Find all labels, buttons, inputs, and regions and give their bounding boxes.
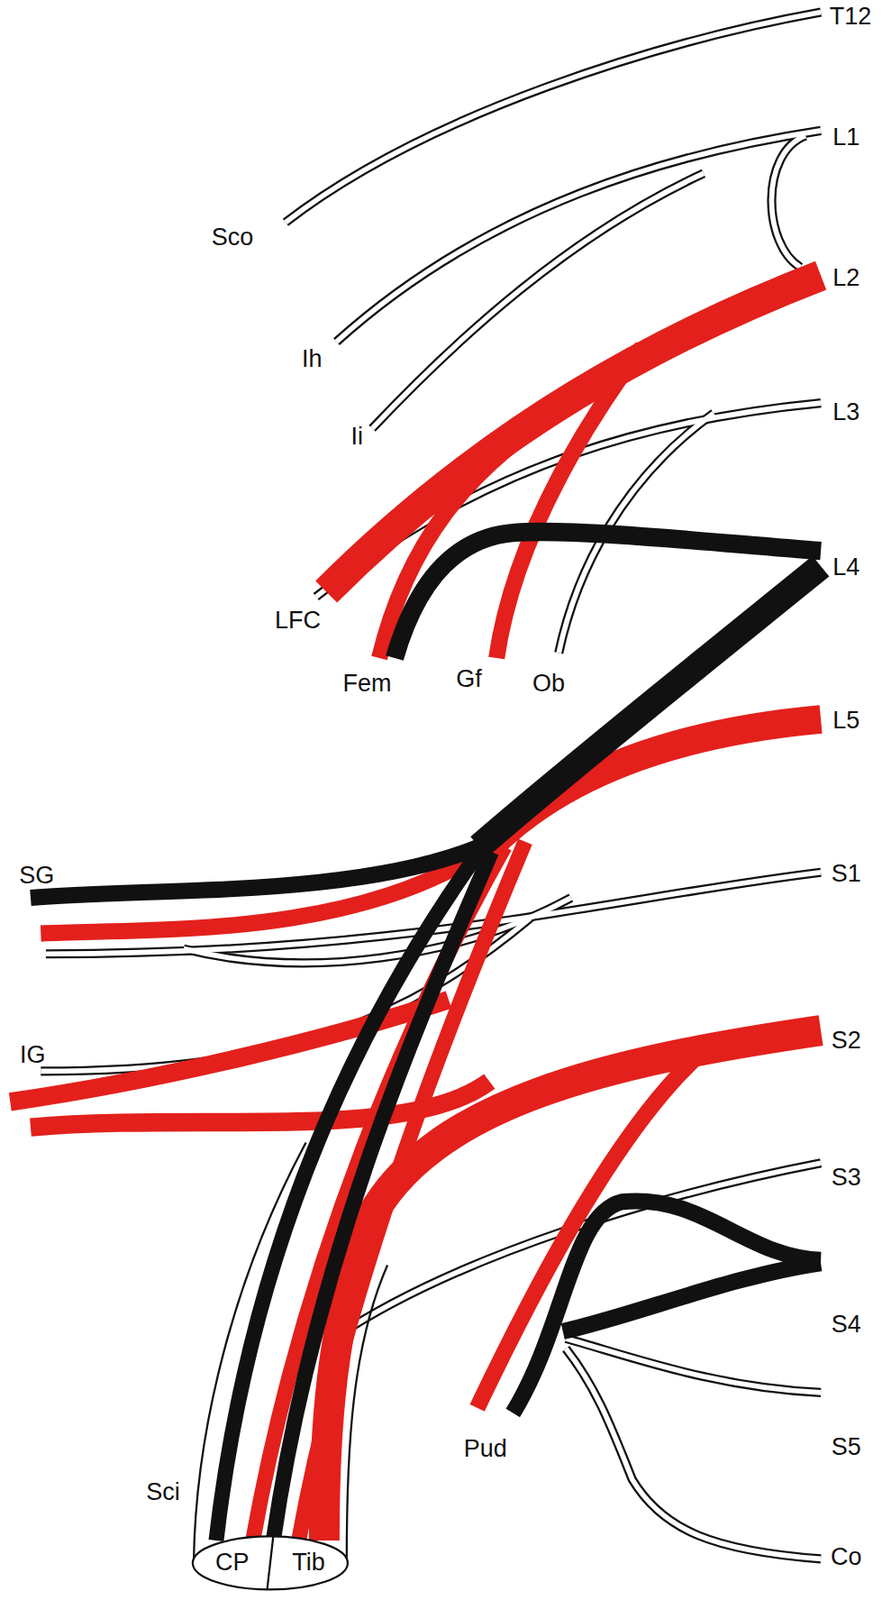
nerve-label: SG [18,863,55,888]
nerve-label: T12 [829,4,873,29]
nerve-label: Gf [455,665,482,691]
nerve-label: LFC [274,608,321,633]
nerve-label: L3 [832,400,860,425]
nerve-label: Sci [145,1478,181,1503]
nerve-label: L1 [832,124,860,149]
sciatic-end [192,1535,348,1589]
nerve-label: S2 [831,1027,862,1053]
nerve-label: Sco [211,224,255,249]
nerve-label: S3 [831,1164,862,1190]
nerve-label: Co [830,1544,863,1569]
nerve-label: S1 [831,860,862,885]
nerve-label: Ih [301,346,323,372]
nerve-label: L2 [832,264,860,290]
nerve-label: L4 [832,554,860,580]
nerve-label: IG [19,1042,46,1067]
nerve-label: Ii [350,424,364,449]
nerve-section: CP Tib [193,1537,347,1587]
nerve-label: S5 [831,1433,862,1458]
branch-name: CP [215,1549,250,1574]
nerve-label: Pud [463,1436,508,1461]
nerve-label: L5 [832,708,860,733]
nerve-label: Ob [532,671,565,696]
black-nerves [30,531,821,1540]
nerve-label: S4 [831,1311,862,1337]
nerve-label: Fem [342,671,391,696]
outline-nerves [40,12,821,1559]
branch-name: Tib [291,1549,326,1574]
red-nerves [9,275,821,1540]
